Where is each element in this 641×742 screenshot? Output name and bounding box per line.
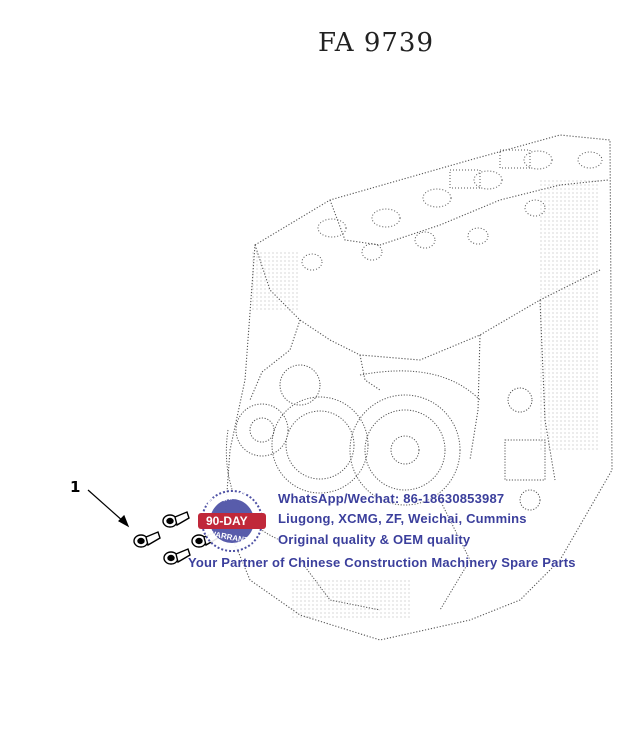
watermark-quality: Original quality & OEM quality (278, 532, 471, 547)
cylinder-head-details (301, 149, 603, 271)
front-cover-gears (225, 364, 546, 611)
badge-text-center: 90-DAY (206, 514, 248, 528)
warranty-badge-icon (198, 490, 266, 552)
document-title: FA 9739 (318, 28, 434, 58)
callout-number: 1 (70, 478, 81, 496)
shading-texture (250, 180, 600, 620)
watermark-brands: Liugong, XCMG, ZF, Weichai, Cummins (278, 511, 527, 526)
watermark-contact: WhatsApp/Wechat: 86-18630853987 (278, 491, 505, 506)
callout-leader (87, 489, 130, 528)
bolt-3 (163, 548, 191, 565)
bolt-2 (162, 511, 190, 528)
watermark-slogan: Your Partner of Chinese Construction Mac… (188, 555, 576, 570)
bolt-1 (133, 531, 161, 548)
